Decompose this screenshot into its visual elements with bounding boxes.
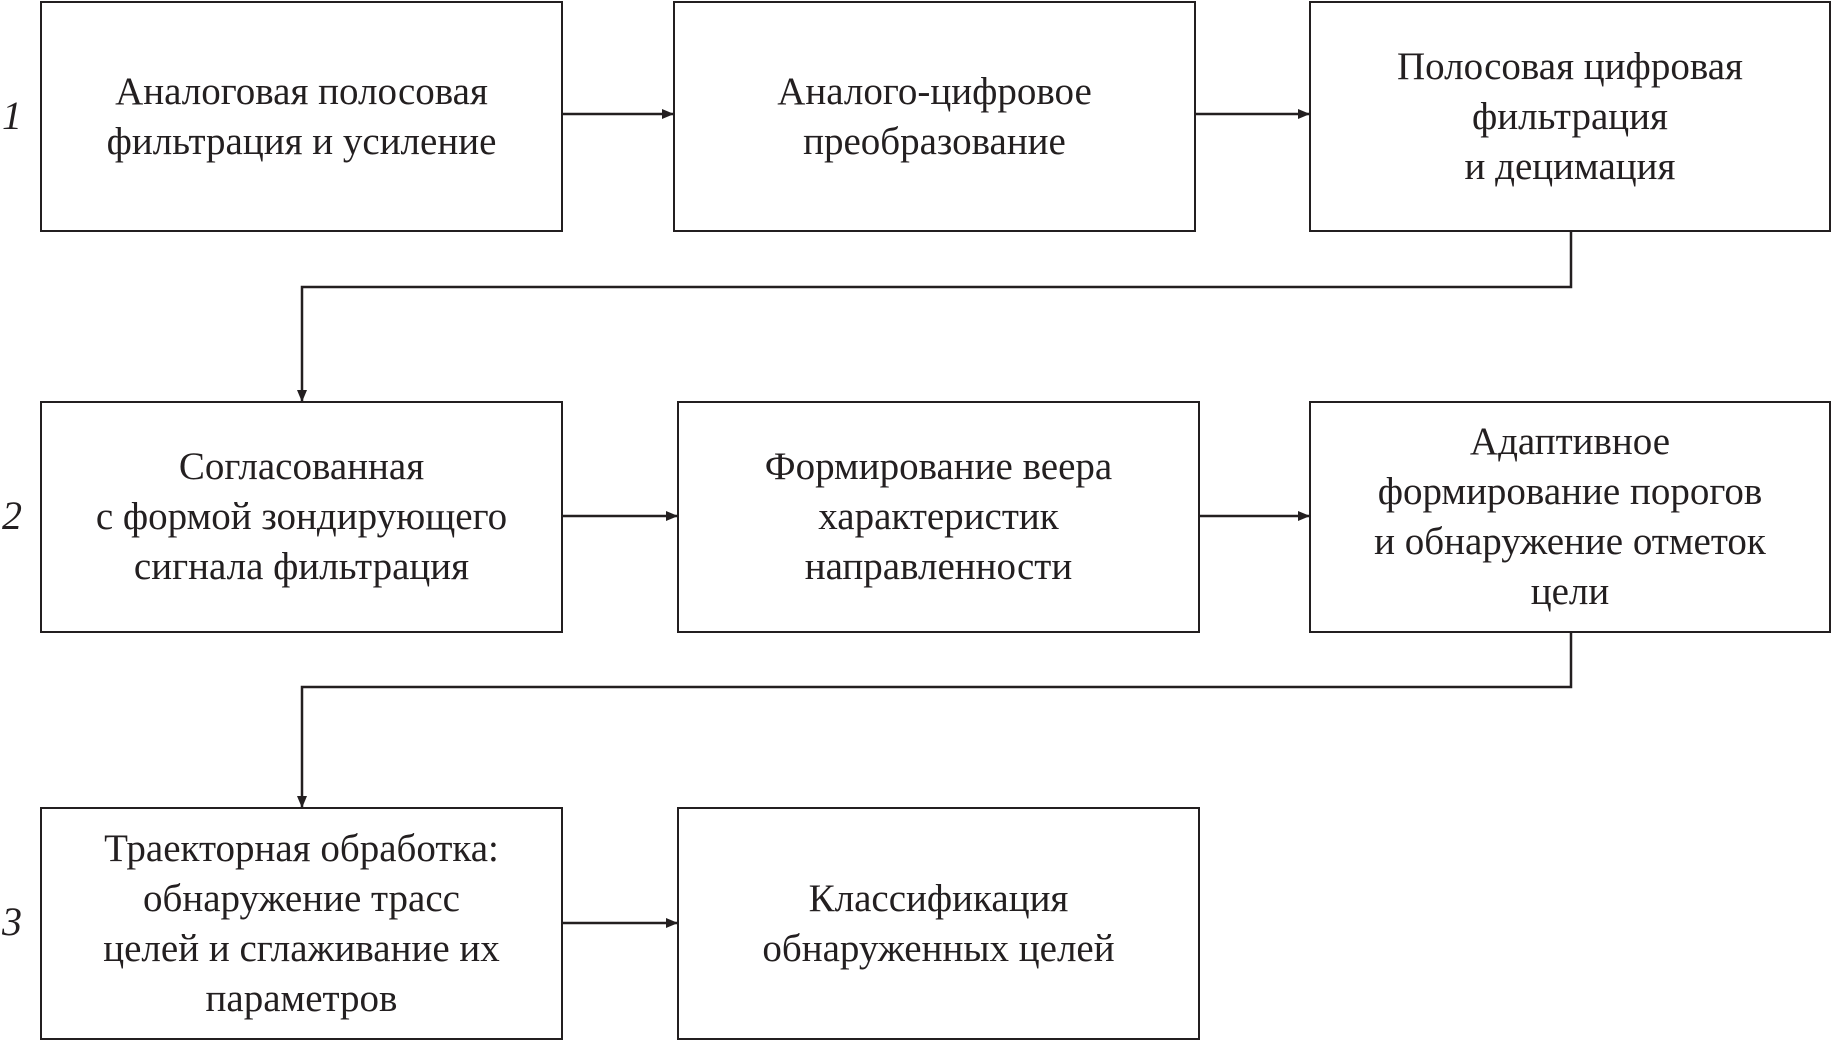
block-adc-text: Аналого-цифровое преобразование [777, 69, 1092, 163]
row-label-3: 3 [2, 899, 22, 944]
block-beamforming-text: Формирование веера характеристик направл… [764, 445, 1113, 588]
block-adaptive-detection-text: Адаптивное формирование порогов и обнару… [1374, 420, 1766, 613]
block-analog-filtering-text: Аналоговая полосовая фильтрация и усилен… [106, 69, 497, 163]
block-tracking: Траекторная обработка: обнаружение трасс… [40, 807, 563, 1040]
block-tracking-text: Траекторная обработка: обнаружение трасс… [103, 826, 500, 1020]
arrow-row2-to-row3 [297, 633, 1573, 808]
arrow-row1-to-row2 [297, 232, 1573, 402]
block-beamforming: Формирование веера характеристик направл… [677, 401, 1200, 633]
block-digital-filtering-text: Полосовая цифровая фильтрация и децимаци… [1397, 44, 1743, 188]
block-matched-filtering: Согласованная с формой зондирующего сигн… [40, 401, 563, 633]
block-analog-filtering: Аналоговая полосовая фильтрация и усилен… [40, 1, 563, 232]
block-classification: Классификация обнаруженных целей [677, 807, 1200, 1040]
block-adc: Аналого-цифровое преобразование [673, 1, 1196, 232]
block-digital-filtering: Полосовая цифровая фильтрация и децимаци… [1309, 1, 1831, 232]
row-label-2: 2 [2, 493, 22, 538]
block-matched-filtering-text: Согласованная с формой зондирующего сигн… [95, 445, 508, 588]
block-adaptive-detection: Адаптивное формирование порогов и обнару… [1309, 401, 1831, 633]
row-label-1: 1 [2, 93, 22, 138]
block-classification-text: Классификация обнаруженных целей [762, 876, 1115, 970]
